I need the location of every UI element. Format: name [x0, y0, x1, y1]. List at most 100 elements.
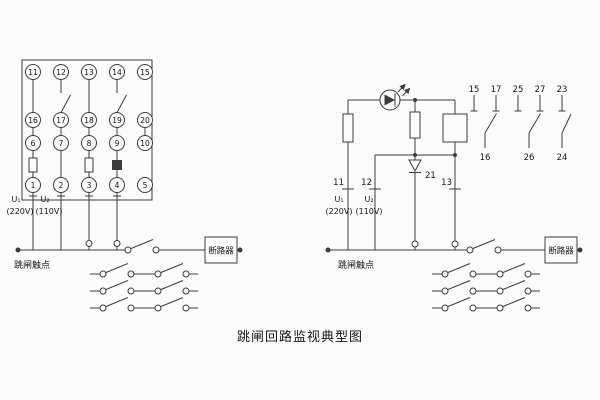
- terminal-13-label: 13: [441, 178, 452, 188]
- trip-contact-switch: [466, 239, 502, 254]
- led-emission-arrow: [402, 87, 411, 97]
- trip-contact-label: 跳闸触点: [14, 259, 50, 271]
- terminal-circle: [137, 177, 153, 193]
- u1-voltage-label: (220V): [7, 207, 34, 216]
- aux-contact-stubs: [432, 273, 540, 309]
- u1-label: U₁: [11, 195, 20, 204]
- u2-label: U₂: [40, 195, 49, 204]
- output-contact-group: 15 17 25 27 23 16 26 24: [469, 85, 572, 163]
- contact-terminal-label: 25: [513, 85, 524, 95]
- contact-terminal-label: 26: [524, 153, 535, 163]
- led-triangle: [384, 94, 395, 106]
- terminal-number: 13: [84, 68, 94, 77]
- trip-contact-label: 跳闸触点: [338, 259, 374, 271]
- left-terminal-diagram: 11 12 13 14 15 16 17 18 19 20 6 7 8 9 10…: [7, 59, 243, 312]
- wire-junction-dot: [15, 247, 21, 253]
- u1-label: U₁: [334, 195, 343, 204]
- terminal-number: 8: [87, 139, 92, 148]
- terminal-row-third: 6 7 8 9 10: [25, 135, 153, 151]
- led-emission-arrow: [397, 83, 406, 93]
- aux-contact: [99, 263, 135, 278]
- contact-group-wiring: [470, 95, 572, 148]
- resistor-symbol: [409, 111, 421, 139]
- breaker-box: [204, 236, 238, 264]
- u1-voltage-label: (220V): [326, 207, 353, 216]
- contact-terminal-label: 27: [535, 85, 546, 95]
- contact-terminal-label: 15: [469, 85, 480, 95]
- aux-contact: [496, 280, 532, 295]
- aux-contact: [99, 297, 135, 312]
- aux-contact: [99, 280, 135, 295]
- terminal-circle: [53, 64, 69, 80]
- plug-contact-circle: [113, 240, 121, 247]
- aux-contact: [441, 280, 477, 295]
- terminal-number: 1: [31, 181, 36, 190]
- led-indicator: [379, 83, 411, 111]
- plug-contact-circle: [85, 240, 93, 247]
- contact-terminal-label: 24: [557, 153, 568, 163]
- aux-contact: [154, 280, 190, 295]
- u2-voltage-label: (110V): [36, 207, 63, 216]
- wire-junction-dot: [237, 247, 243, 253]
- wire-junction-dot: [453, 153, 457, 157]
- terminal-circle: [109, 112, 125, 128]
- terminal-number: 6: [31, 139, 36, 148]
- aux-contact: [154, 297, 190, 312]
- aux-contact-stubs: [90, 273, 198, 309]
- wire-junction-dot: [577, 247, 583, 253]
- terminal-number: 4: [115, 181, 120, 190]
- relay-coil-box: [442, 113, 468, 143]
- terminal-circle: [25, 64, 41, 80]
- terminal-number: 7: [59, 139, 64, 148]
- resistor-symbol: [84, 157, 94, 173]
- terminal-number: 19: [112, 116, 122, 125]
- right-schematic: 11 12 21 13 U₁ (220V) U₂ (110V) 15 17 25…: [325, 83, 583, 312]
- breaker-label: 断路器: [208, 246, 234, 257]
- plug-contact-circle: [411, 240, 419, 248]
- terminal-number: 17: [56, 116, 66, 125]
- terminal-number: 12: [56, 68, 66, 77]
- terminal-row-second: 16 17 18 19 20: [25, 112, 153, 128]
- diode-symbol: [408, 159, 422, 173]
- trip-contact-switch: [124, 239, 160, 254]
- terminal-number: 14: [112, 68, 122, 77]
- terminal-number: 15: [140, 68, 150, 77]
- diode-triangle: [408, 159, 422, 173]
- block-internal-wiring: [32, 79, 146, 178]
- terminal-circle: [81, 64, 97, 80]
- terminal-21-label: 21: [425, 171, 436, 181]
- terminal-circle: [81, 112, 97, 128]
- resistor-symbol: [342, 113, 354, 143]
- terminal-circle: [137, 135, 153, 151]
- contact-terminal-label: 23: [557, 85, 568, 95]
- contact-terminal-label: 16: [480, 153, 491, 163]
- diagram-caption: 跳闸回路监视典型图: [237, 329, 363, 345]
- terminal-number: 20: [140, 116, 150, 125]
- terminal-11-label: 11: [333, 178, 344, 188]
- plug-contact-circle: [451, 240, 459, 248]
- terminal-number: 2: [59, 181, 64, 190]
- diode-component-symbol: [112, 160, 122, 170]
- terminal-number: 16: [28, 116, 38, 125]
- u2-label: U₂: [364, 195, 373, 204]
- terminal-number: 9: [115, 139, 120, 148]
- terminal-number: 5: [143, 181, 148, 190]
- aux-contact: [496, 297, 532, 312]
- terminal-block-outline: [21, 59, 153, 201]
- terminal-number: 11: [28, 68, 38, 77]
- terminal-number: 3: [87, 181, 92, 190]
- terminal-circle: [53, 135, 69, 151]
- aux-contact: [441, 263, 477, 278]
- aux-contact: [154, 263, 190, 278]
- terminal-circle: [137, 64, 153, 80]
- wire-junction-dot: [325, 247, 331, 253]
- terminal-circle: [109, 135, 125, 151]
- contact-terminal-label: 17: [491, 85, 502, 95]
- terminal-12-label: 12: [361, 178, 372, 188]
- wire-junction-dot: [413, 153, 417, 157]
- terminal-row-top: 11 12 13 14 15: [25, 64, 153, 80]
- terminal-circle: [81, 135, 97, 151]
- terminal-circle: [137, 112, 153, 128]
